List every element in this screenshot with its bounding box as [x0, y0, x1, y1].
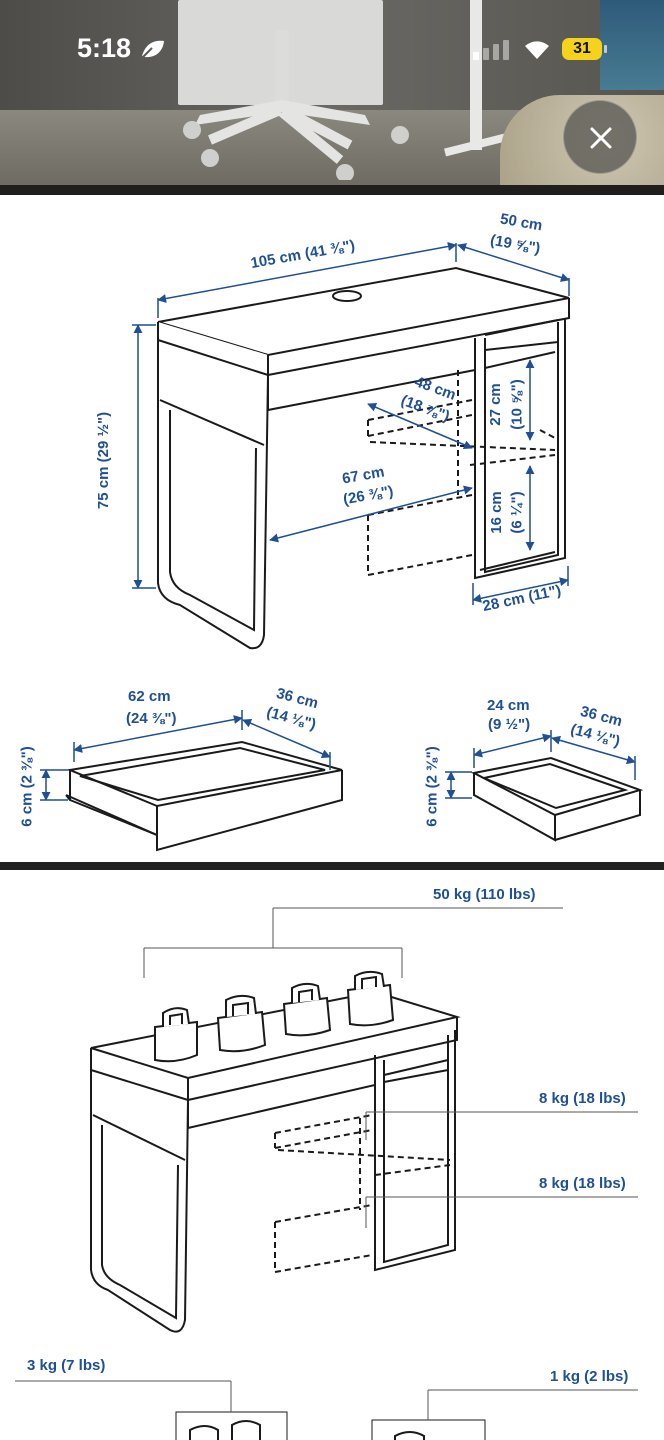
shelf-lower-label-1: 16 cm [487, 491, 505, 534]
load-top-label: 50 kg (110 lbs) [433, 886, 536, 903]
load-drawer-small-label: 1 kg (2 lbs) [550, 1368, 629, 1385]
drawer-small-width-label-1: 24 cm [487, 697, 530, 714]
shelf-upper-label-1: 27 cm [486, 383, 504, 426]
photo-window [600, 0, 664, 90]
status-time: 5:18 [77, 33, 132, 63]
photo-edge [0, 185, 664, 195]
drawer-large-width-label-2: (24 ⅜") [126, 710, 177, 727]
leaf-icon [140, 40, 164, 60]
drawer-small-width-label-2: (9 ½") [488, 716, 531, 733]
battery-cap [604, 45, 607, 53]
status-bar: 5:18 31 [0, 0, 664, 100]
desk-height-label: 75 cm (29 ½") [95, 411, 113, 510]
load-drawer-large-label: 3 kg (7 lbs) [27, 1357, 106, 1374]
load-shelf-upper-label: 8 kg (18 lbs) [539, 1090, 626, 1107]
load-shelf-lower-label: 8 kg (18 lbs) [539, 1175, 626, 1192]
shelf-lower-label-2: (6 ¼") [508, 491, 526, 534]
photo-chair [183, 30, 409, 180]
cellular-signal-icon [473, 40, 509, 60]
drawer-large-width-label-1: 62 cm [128, 688, 171, 705]
battery-indicator: 31 [562, 38, 602, 60]
shelf-upper-label-2: (10 ⅝") [508, 379, 526, 430]
battery-level: 31 [573, 40, 591, 57]
close-icon [590, 127, 612, 149]
drawer-small-height-label: 6 cm (2 ⅜") [423, 746, 441, 827]
drawer-large-height-label: 6 cm (2 ⅜") [18, 746, 36, 827]
section-divider [0, 862, 664, 870]
wifi-icon [525, 41, 549, 59]
close-button[interactable] [563, 100, 637, 174]
product-photo [0, 0, 664, 195]
photo-desk-leg [470, 0, 482, 150]
